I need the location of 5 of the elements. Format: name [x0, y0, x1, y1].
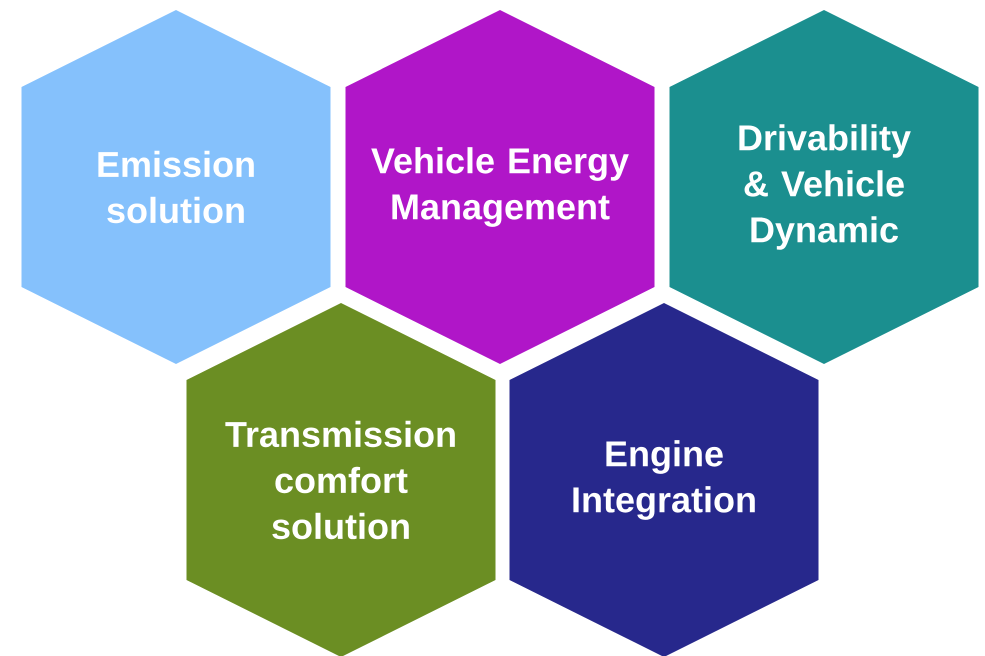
- hexagon: Vehicle Energy Management: [346, 10, 654, 364]
- hexagon: Engine Integration: [510, 303, 818, 656]
- hexagon: Drivability & Vehicle Dynamic: [670, 10, 978, 364]
- hexagon: Emission solution: [22, 10, 330, 364]
- hexagon: Transmission comfort solution: [186, 303, 496, 656]
